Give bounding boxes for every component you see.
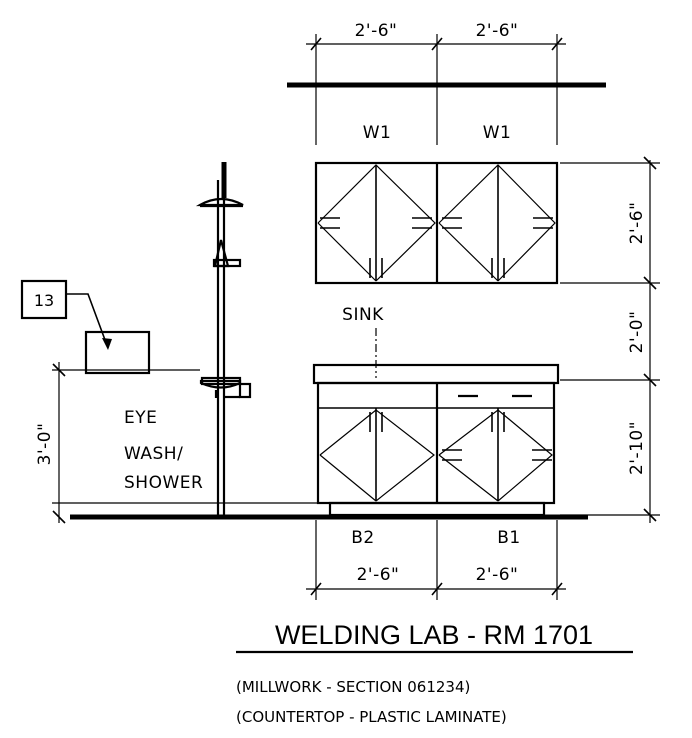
title-block: WELDING LAB - RM 1701 (MILLWORK - SECTIO… <box>236 620 633 726</box>
left-dimension-string: 3'-0" <box>35 362 318 524</box>
right-dimension-string: 2'-6" 2'-0" 2'-10" <box>560 156 660 523</box>
dim-top-right: 2'-6" <box>476 21 519 41</box>
dim-top-left: 2'-6" <box>355 21 398 41</box>
drawing-title: WELDING LAB - RM 1701 <box>275 620 593 650</box>
label-b1: B1 <box>497 528 520 548</box>
top-dimension-string: 2'-6" 2'-6" <box>306 21 566 145</box>
dim-bottom-left: 2'-6" <box>357 565 400 585</box>
label-w1-right: W1 <box>483 123 512 143</box>
dim-eyewash-height: 3'-0" <box>35 423 55 466</box>
base-cabinets <box>312 363 560 517</box>
dim-bottom-right: 2'-6" <box>476 565 519 585</box>
dim-gap-height: 2'-0" <box>627 311 647 354</box>
label-w1-left: W1 <box>363 123 392 143</box>
wall-box <box>84 330 151 375</box>
callout-13: 13 <box>20 279 151 375</box>
label-eye: EYE <box>124 408 157 428</box>
dim-upper-cabinet-height: 2'-6" <box>627 202 647 245</box>
callout-number: 13 <box>34 291 54 310</box>
label-sink: SINK <box>342 305 384 325</box>
upper-wall-cabinets <box>314 161 559 285</box>
bottom-dimension-string: 2'-6" 2'-6" <box>306 520 566 600</box>
note-countertop: (COUNTERTOP - PLASTIC LAMINATE) <box>236 708 507 726</box>
label-shower: SHOWER <box>124 473 203 493</box>
dim-base-cabinet-height: 2'-10" <box>627 421 647 475</box>
eye-wash-shower-fixture <box>195 162 252 517</box>
label-wash: WASH/ <box>124 444 183 464</box>
label-b2: B2 <box>351 528 374 548</box>
note-millwork: (MILLWORK - SECTION 061234) <box>236 678 470 696</box>
